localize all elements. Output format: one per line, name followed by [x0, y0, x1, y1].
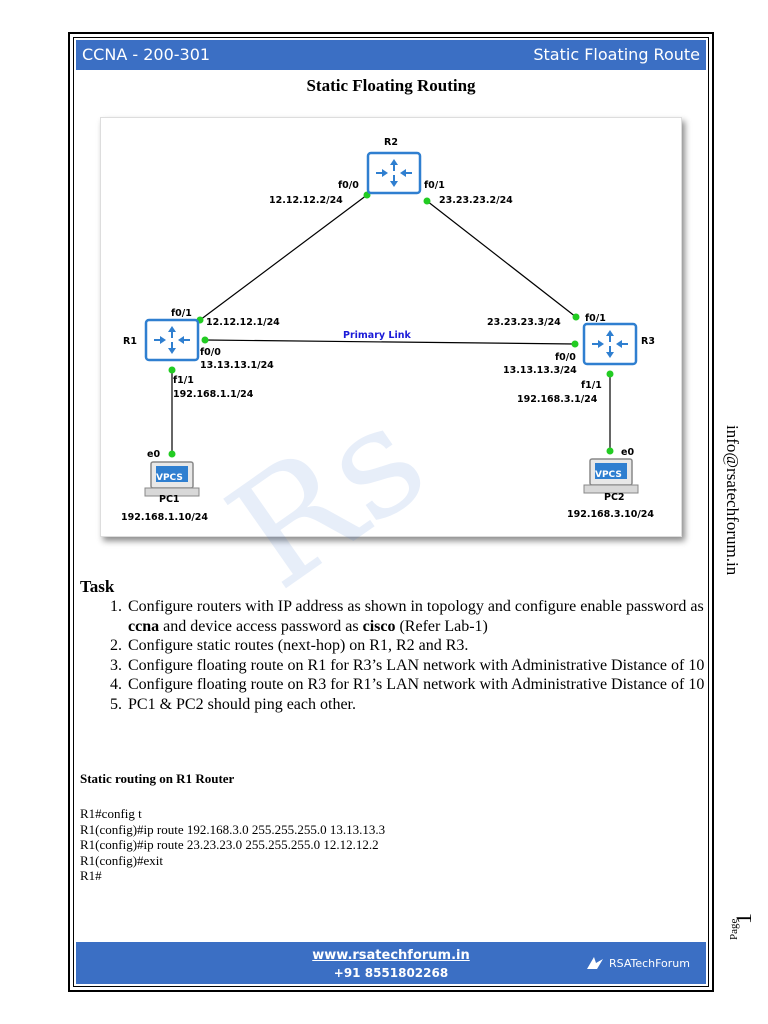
section-heading: Static routing on R1 Router: [80, 771, 235, 786]
router-r3-icon[interactable]: [582, 322, 638, 366]
r1-f11-label: f1/1: [173, 375, 194, 386]
r2-f01-label: f0/1: [424, 180, 445, 191]
router-r2-icon[interactable]: [366, 151, 422, 195]
pc1-name: PC1: [159, 494, 180, 505]
task-item: Configure static routes (next-hop) on R1…: [126, 636, 726, 656]
task-heading: Task: [80, 577, 115, 596]
primary-link-label: Primary Link: [343, 330, 411, 341]
r2-f00-ip: 12.12.12.2/24: [269, 195, 343, 206]
command-block: R1#config t R1(config)#ip route 192.168.…: [80, 806, 385, 884]
command-line: R1(config)#ip route 23.23.23.0 255.255.2…: [80, 837, 379, 853]
footer-phone: +91 8551802268: [333, 966, 449, 980]
task-item: Configure routers with IP address as sho…: [126, 597, 726, 636]
header-bar: CCNA - 200-301 Static Floating Route: [76, 40, 706, 70]
task-item: PC1 & PC2 should ping each other.: [126, 695, 726, 715]
topology-svg: VPCS VPCS R2 R1 R3 f0/0 12.12.12.2/24 f0…: [121, 137, 655, 523]
pc1-e0-label: e0: [147, 449, 160, 460]
r3-f00-label: f0/0: [555, 352, 576, 363]
router-r1-icon[interactable]: [144, 318, 200, 362]
pc2-e0-label: e0: [621, 447, 634, 458]
command-line: R1(config)#exit: [80, 852, 164, 868]
page-border-inner: [73, 37, 709, 987]
page-border-outer: [68, 32, 714, 992]
link-r1-r2: [199, 194, 368, 321]
r3-f01-ip: 23.23.23.3/24: [487, 317, 561, 328]
document-title: Static Floating Routing: [306, 76, 476, 95]
command-line: R1#: [80, 868, 102, 884]
command-line: R1(config)#ip route 192.168.3.0 255.255.…: [80, 821, 386, 837]
page-number: 1: [731, 913, 756, 924]
task-item: Configure floating route on R1 for R3’s …: [126, 656, 726, 676]
r1-f11-ip: 192.168.1.1/24: [173, 389, 254, 400]
r2-f00-label: f0/0: [338, 180, 359, 191]
footer-bar: www.rsatechforum.in +91 8551802268 RSATe…: [76, 942, 706, 984]
rsa-logo-icon: [586, 957, 603, 969]
r3-f11-label: f1/1: [581, 380, 602, 391]
topic-title: Static Floating Route: [533, 45, 700, 64]
r3-f01-label: f0/1: [585, 313, 606, 324]
pc2-ip: 192.168.3.10/24: [567, 509, 654, 520]
r1-f01-ip: 12.12.12.1/24: [206, 317, 280, 328]
r1-f01-label: f0/1: [171, 308, 192, 319]
pc2-name: PC2: [604, 492, 625, 503]
course-title: CCNA - 200-301: [82, 45, 211, 64]
footer-logo-text: RSATechForum: [608, 956, 690, 970]
r3-f00-ip: 13.13.13.3/24: [503, 365, 577, 376]
footer-url-link[interactable]: www.rsatechforum.in: [312, 948, 470, 963]
primary-link: [204, 339, 576, 345]
link-r2-r3: [426, 200, 577, 318]
pc1-ip: 192.168.1.10/24: [121, 512, 208, 523]
task-list: Configure routers with IP address as sho…: [82, 597, 726, 714]
r1-f00-label: f0/0: [200, 347, 221, 358]
footer-logo: RSATechForum: [585, 955, 690, 971]
r1-f00-ip: 13.13.13.1/24: [200, 360, 274, 371]
task-item: Configure floating route on R3 for R1’s …: [126, 675, 726, 695]
command-line: R1#config t: [80, 806, 142, 821]
pc1-vpcs-label: VPCS: [156, 473, 183, 483]
router-r3-name: R3: [641, 336, 655, 347]
router-r2-name: R2: [384, 137, 398, 148]
side-email: info@rsatechforum.in: [723, 425, 742, 576]
topology-diagram: VPCS VPCS R2 R1 R3 f0/0 12.12.12.2/24 f0…: [100, 117, 682, 537]
pc2-vpcs-label: VPCS: [595, 470, 622, 480]
router-r1-name: R1: [123, 336, 137, 347]
r2-f01-ip: 23.23.23.2/24: [439, 195, 513, 206]
r3-f11-ip: 192.168.3.1/24: [517, 394, 598, 405]
